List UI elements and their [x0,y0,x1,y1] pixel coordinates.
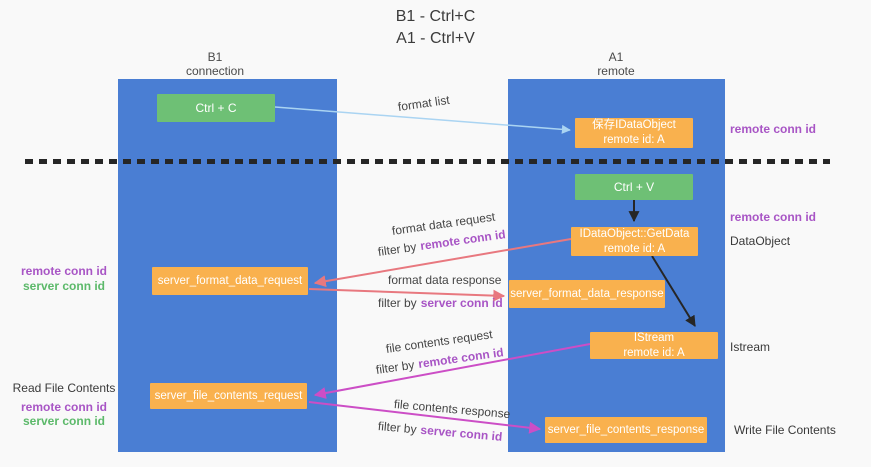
box-ctrl-v: Ctrl + V [575,174,693,200]
box-istream: IStream remote id: A [590,332,718,359]
box-server-format-data-request: server_format_data_request [152,267,308,295]
box-format-request-label: server_format_data_request [157,275,303,287]
box-file-request-label: server_file_contents_request [154,390,303,402]
separator-dashed-line [25,159,830,164]
right-label-dataobject: DataObject [730,234,791,248]
box-getdata-line2: remote id: A [603,242,666,255]
arrow-file-contents-request [313,343,591,399]
title-line-copy: B1 - Ctrl+C [395,8,476,25]
left-label-read-file-contents: Read File Contents [12,381,116,395]
box-istream-line2: remote id: A [623,346,685,359]
box-save-dataobject-line2: remote id: A [603,134,665,146]
lane-a1-role: remote [597,64,635,79]
box-idataobject-getdata: IDataObject::GetData remote id: A [571,227,698,256]
box-ctrl-c: Ctrl + C [157,94,275,122]
lane-header-a1: A1 remote [556,50,676,79]
lane-a1-name: A1 [608,50,624,64]
box-istream-line1: IStream [633,331,675,344]
arrow-format-data-request [313,238,572,288]
right-label-remote-conn-id-2: remote conn id [730,210,817,224]
filter-target-server: server conn id [420,296,503,310]
arrow-file-contents-response [308,401,542,434]
diagram-title: B1 - Ctrl+C A1 - Ctrl+V [0,6,871,49]
box-ctrl-c-label: Ctrl + C [195,101,237,115]
box-save-dataobject: 保存IDataObject remote id: A [575,118,693,148]
lane-header-b1: B1 connection [155,50,275,79]
box-server-file-contents-response: server_file_contents_response [545,417,707,443]
title-line-paste: A1 - Ctrl+V [396,29,475,47]
lane-b1-role: connection [185,64,245,79]
arrow-getdata-to-istream [651,255,696,327]
arrow-format-list [274,106,571,134]
box-ctrl-v-label: Ctrl + V [613,180,655,194]
right-label-write-file-contents: Write File Contents [734,423,836,437]
box-server-format-data-response: server_format_data_response [509,280,665,308]
filter-prefix: filter by [378,296,417,310]
left-label-server-conn-id-1: server conn id [22,279,106,293]
box-format-response-label: server_format_data_response [510,288,664,300]
box-getdata-line1: IDataObject::GetData [579,227,690,240]
left-label-server-conn-id-2: server conn id [22,414,106,428]
right-label-remote-conn-id-1: remote conn id [730,122,817,136]
arrow-format-data-response [308,288,506,302]
box-server-file-contents-request: server_file_contents_request [150,383,307,409]
left-label-remote-conn-id-2: remote conn id [20,400,107,414]
box-save-dataobject-line1: 保存IDataObject [592,119,676,132]
lane-b1-name: B1 [207,50,223,64]
left-label-remote-conn-id-1: remote conn id [20,264,107,278]
right-label-istream: Istream [730,340,771,354]
label-format-data-response: format data response [388,273,502,287]
box-file-response-label: server_file_contents_response [547,424,705,436]
